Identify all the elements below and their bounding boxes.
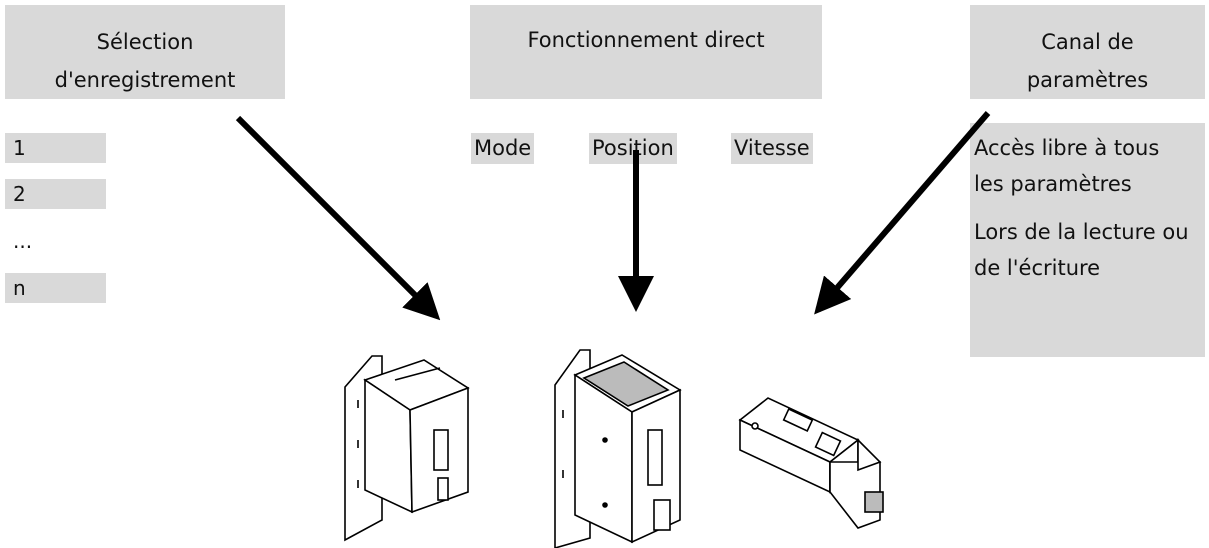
mode-label: Mode: [471, 133, 535, 164]
record-item: n: [5, 273, 106, 303]
parameter-channel-title-line2: paramètres: [1026, 68, 1149, 92]
direct-mode-title: Fonctionnement direct: [527, 28, 765, 52]
arrow-parameter-to-device: [814, 111, 991, 315]
large-controller-device-icon: [554, 349, 682, 548]
record-item-ellipsis: ...: [13, 229, 33, 253]
arrow-record-to-device: [235, 115, 441, 321]
position-label: Position: [589, 133, 677, 164]
parameter-description-line: de l'écriture: [974, 256, 1101, 280]
record-item: 2: [5, 179, 106, 209]
compact-controller-device-icon: [738, 397, 884, 529]
parameter-description-box: Accès libre à tous les paramètres Lors d…: [970, 123, 1205, 357]
parameter-description-line: les paramètres: [974, 172, 1132, 196]
parameter-channel-header: Canal de paramètres: [970, 5, 1205, 99]
parameter-description-line: Accès libre à tous: [974, 136, 1160, 160]
record-selection-title-line1: Sélection: [96, 30, 194, 54]
record-item: 1: [5, 133, 106, 163]
controller-device-icon: [344, 355, 470, 542]
parameter-description-line: Lors de la lecture ou: [974, 220, 1189, 244]
speed-label: Vitesse: [731, 133, 813, 164]
direct-mode-header: Fonctionnement direct: [470, 5, 822, 99]
parameter-channel-title-line1: Canal de: [1041, 30, 1134, 54]
record-selection-header: Sélection d'enregistrement: [5, 5, 285, 99]
record-selection-title-line2: d'enregistrement: [54, 68, 236, 92]
